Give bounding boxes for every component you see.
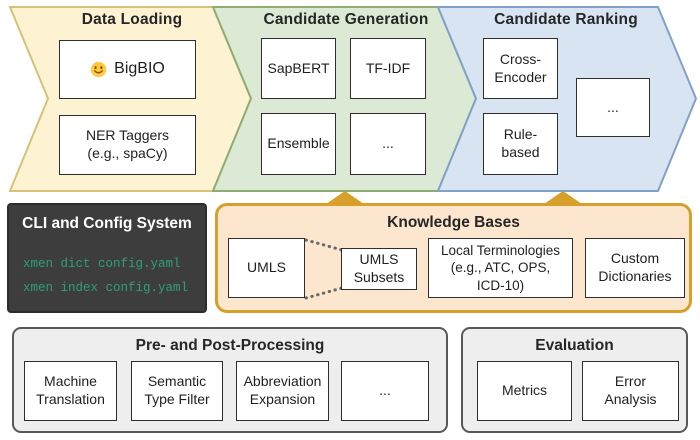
box-sapbert: SapBERT: [261, 38, 336, 99]
stage-title-candidate-generation: Candidate Generation: [263, 11, 429, 28]
box-umls-subsets: UMLS Subsets: [341, 248, 417, 290]
box-ranking-more: ...: [576, 78, 650, 137]
evaluation-title: Evaluation: [535, 337, 614, 354]
box-bigbio-label: BigBIO: [114, 60, 165, 78]
box-bigbio: BigBIO: [59, 40, 196, 99]
box-error-analysis: Error Analysis: [582, 361, 679, 421]
stage-title-candidate-ranking: Candidate Ranking: [494, 11, 638, 28]
hugging-face-emoji-icon: [90, 61, 107, 78]
stage-shape-candidate-generation: [211, 6, 478, 192]
stage-shape-candidate-ranking: [436, 6, 698, 192]
box-machine-translation: Machine Translation: [24, 361, 117, 421]
kb-connector-triangle-right: [544, 191, 582, 204]
box-custom-dictionaries: Custom Dictionaries: [585, 238, 685, 298]
cli-command-dict: xmen dict config.yaml: [23, 257, 181, 271]
cli-config-panel: CLI and Config System xmen dict config.y…: [7, 203, 207, 313]
box-abbreviation-expansion: Abbreviation Expansion: [236, 361, 329, 421]
pre-post-processing-title: Pre- and Post-Processing: [135, 337, 325, 354]
box-semantic-type-filter: Semantic Type Filter: [131, 361, 223, 421]
box-umls: UMLS: [228, 238, 305, 298]
box-cross-encoder: Cross- Encoder: [483, 38, 558, 99]
box-generation-more: ...: [350, 113, 426, 175]
stage-title-data-loading: Data Loading: [81, 11, 183, 28]
box-rule-based: Rule- based: [483, 113, 558, 175]
cli-panel-title: CLI and Config System: [22, 215, 192, 232]
umls-subset-funnel-lines: [304, 238, 344, 300]
box-tfidf: TF-IDF: [350, 38, 426, 99]
box-local-terminologies: Local Terminologies (e.g., ATC, OPS, ICD…: [428, 238, 573, 298]
pre-post-processing-panel: Pre- and Post-Processing Machine Transla…: [12, 327, 448, 433]
box-metrics: Metrics: [477, 361, 572, 421]
knowledge-bases-title: Knowledge Bases: [387, 214, 520, 231]
cli-command-index: xmen index config.yaml: [23, 281, 189, 295]
box-ner-taggers: NER Taggers (e.g., spaCy): [59, 115, 196, 175]
kb-connector-triangle-left: [326, 191, 364, 204]
box-ensemble: Ensemble: [261, 113, 336, 175]
box-processing-more: ...: [341, 361, 429, 421]
evaluation-panel: Evaluation Metrics Error Analysis: [461, 327, 688, 433]
knowledge-bases-panel: Knowledge Bases UMLS UMLS Subsets Local …: [215, 203, 692, 313]
